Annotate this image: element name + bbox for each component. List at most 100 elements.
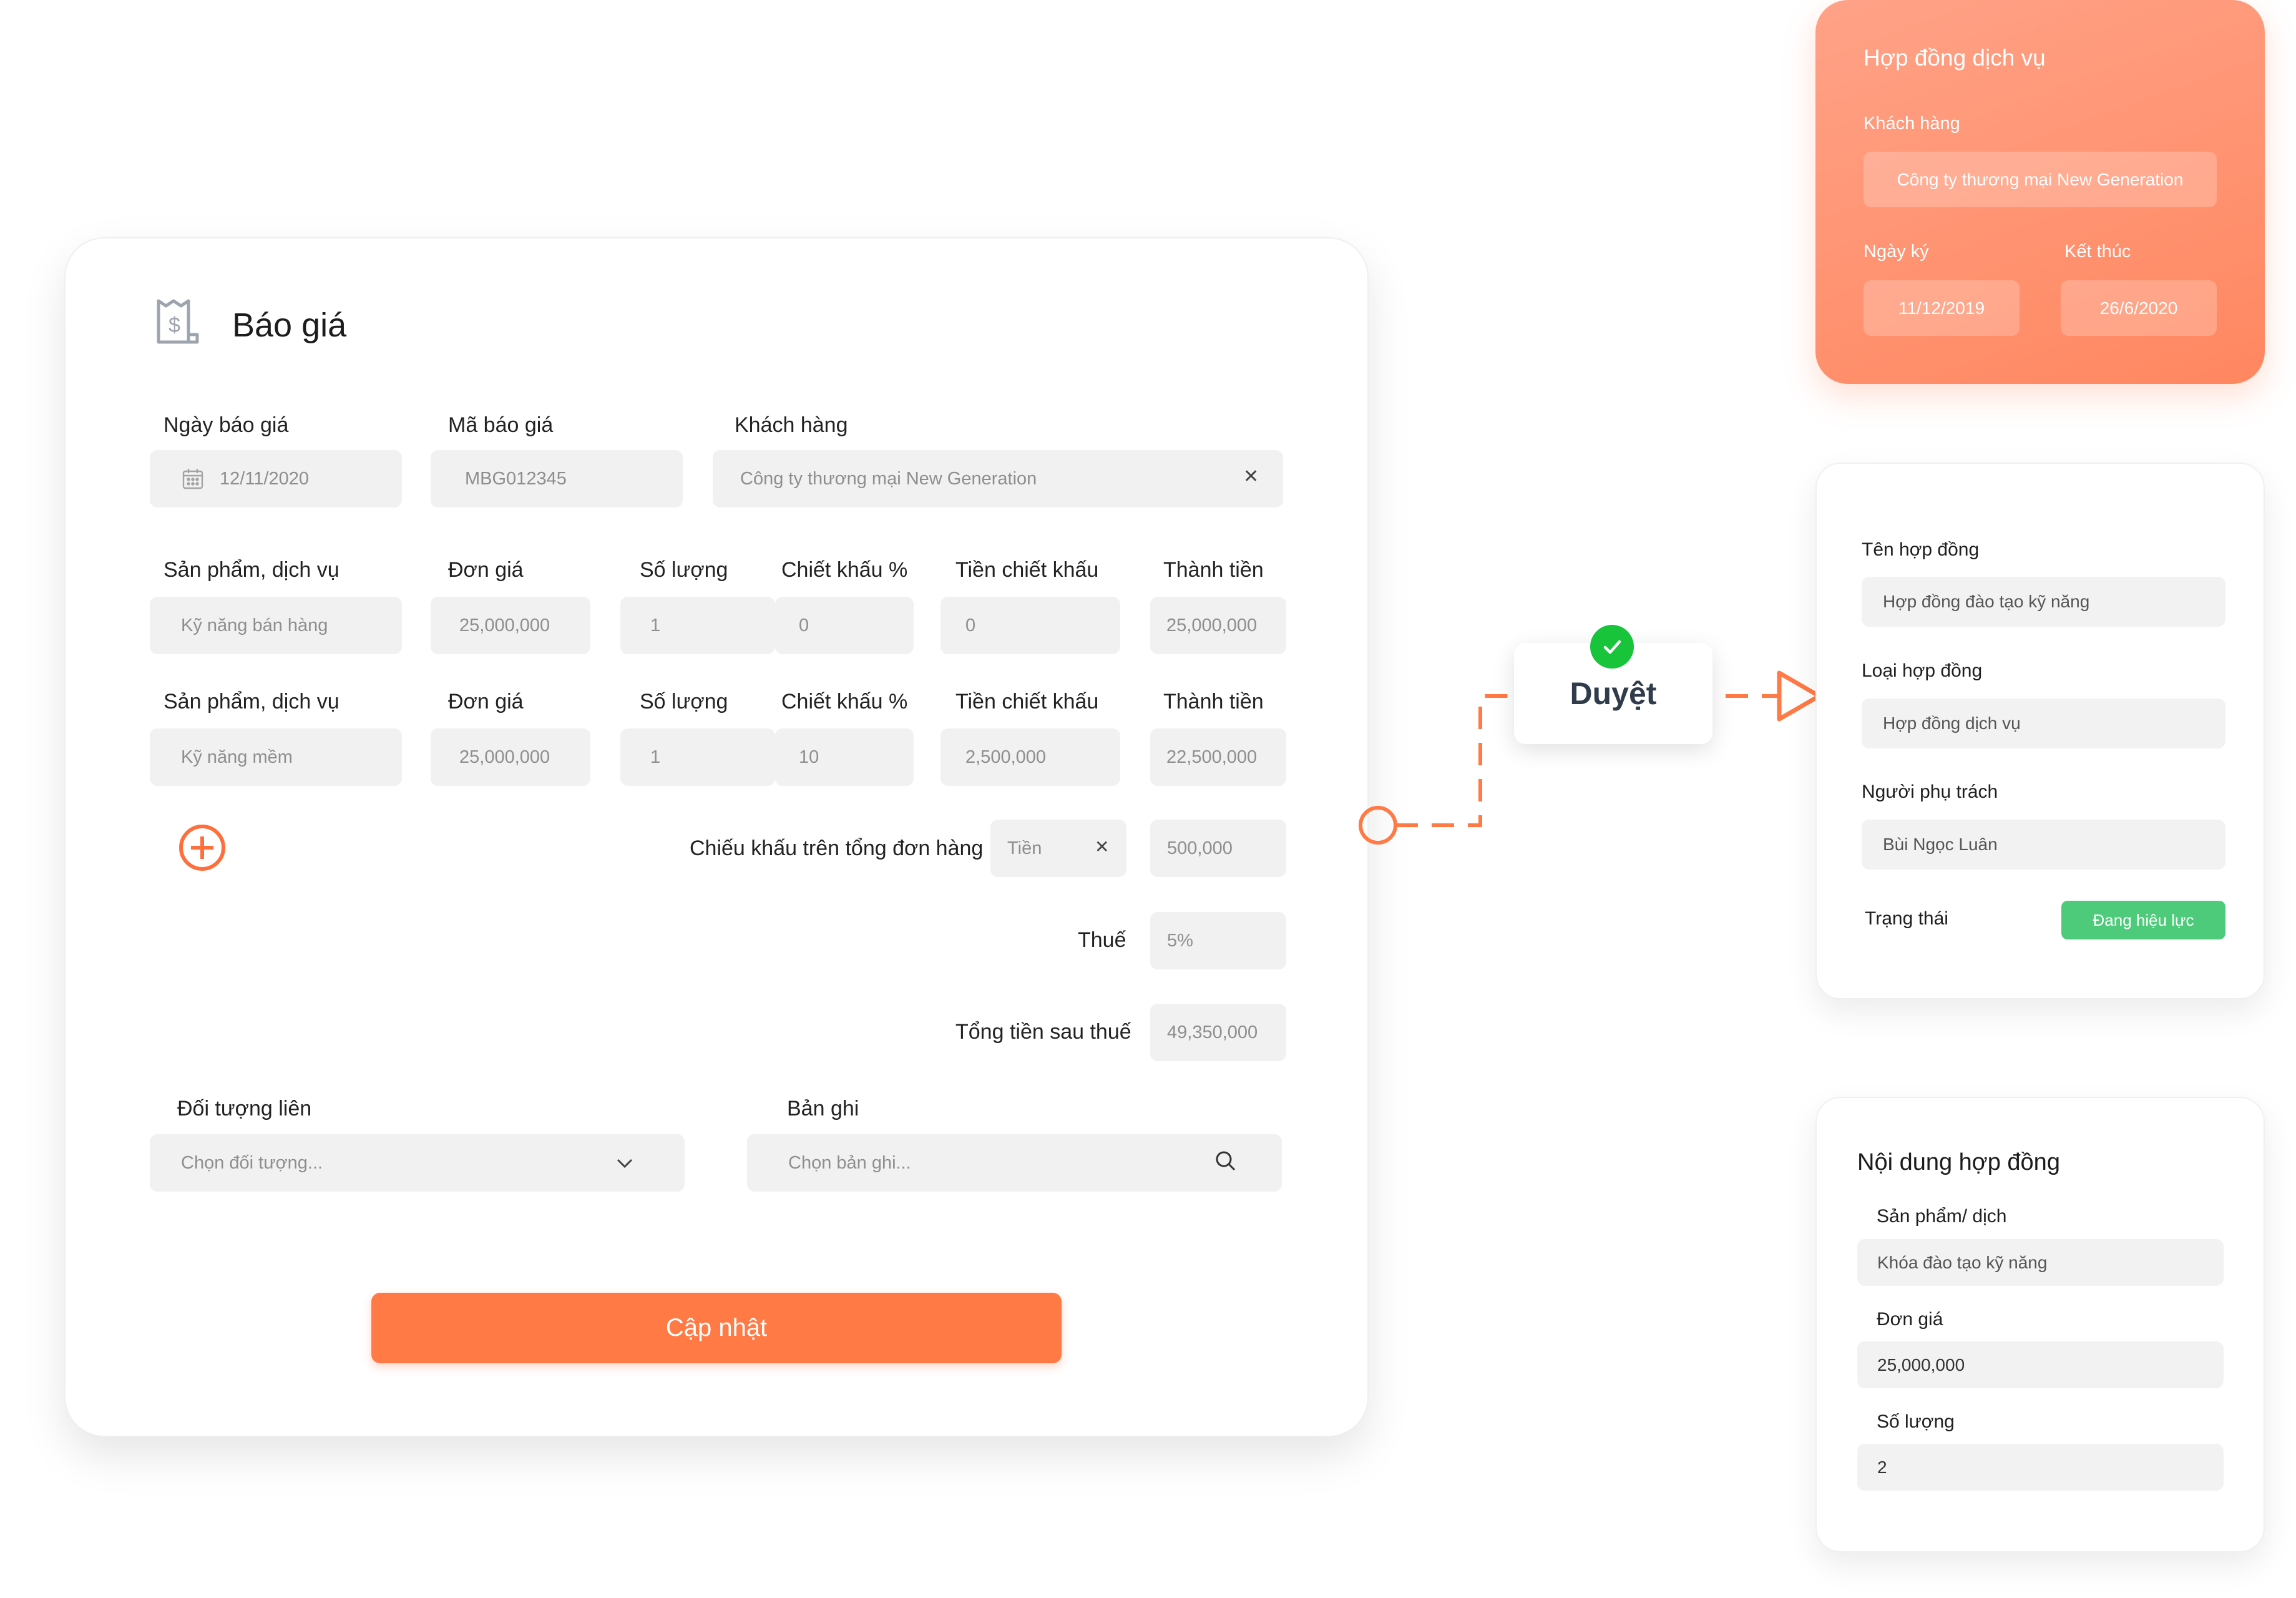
add-row-icon[interactable]	[177, 823, 227, 873]
contract-type-value: Hợp đồng dịch vụ	[1883, 713, 2021, 733]
owner-label: Người phụ trách	[1862, 782, 1998, 802]
customer-label: Khách hàng	[735, 413, 848, 437]
content-price-label: Đơn giá	[1877, 1309, 1943, 1330]
owner-field[interactable]: Bùi Ngọc Luân	[1862, 820, 2225, 870]
approve-label: Duyệt	[1570, 676, 1657, 711]
tax-label: Thuế	[1078, 928, 1126, 952]
quantity-value: 1	[650, 615, 661, 635]
record-search-input[interactable]: Chọn bản ghi...	[747, 1134, 1282, 1192]
service-customer-field[interactable]: Công ty thương mại New Generation	[1864, 152, 2217, 207]
tax-value: 5%	[1167, 930, 1193, 951]
content-product-field[interactable]: Khóa đào tạo kỹ năng	[1857, 1239, 2224, 1286]
date-field[interactable]: 12/11/2020	[150, 450, 402, 507]
product-value: Kỹ năng bán hàng	[181, 615, 328, 635]
order-discount-clear-icon[interactable]: ✕	[1095, 837, 1110, 856]
record-label: Bản ghi	[787, 1097, 859, 1120]
receipt-dollar-icon: $	[152, 296, 205, 348]
content-qty-field[interactable]: 2	[1857, 1444, 2224, 1491]
content-price-value: 25,000,000	[1877, 1355, 1965, 1375]
order-discount-type-field[interactable]: Tiền	[990, 820, 1126, 877]
column-label-discount-percent: Chiết khấu %	[781, 558, 908, 582]
status-badge: Đang hiệu lực	[2061, 901, 2225, 939]
quantity-field[interactable]: 1	[620, 597, 775, 654]
line-total-value: 25,000,000	[1166, 615, 1258, 635]
owner-value: Bùi Ngọc Luân	[1883, 835, 1998, 854]
contract-name-field[interactable]: Hợp đồng đào tạo kỹ năng	[1862, 577, 2225, 627]
status-label: Trạng thái	[1865, 908, 1948, 929]
line-total-field[interactable]: 22,500,000	[1150, 728, 1286, 786]
total-value: 49,350,000	[1167, 1022, 1258, 1042]
column-label-discount-amount: Tiền chiết khấu	[955, 558, 1099, 582]
column-label-quantity: Số lượng	[640, 558, 728, 582]
customer-value: Công ty thương mại New Generation	[740, 468, 1037, 489]
end-date-label: Kết thúc	[2064, 242, 2131, 262]
tax-field[interactable]: 5%	[1150, 912, 1286, 969]
customer-clear-icon[interactable]: ✕	[1243, 466, 1259, 487]
contract-name-label: Tên hợp đồng	[1862, 539, 1980, 560]
column-label-price: Đơn giá	[448, 690, 524, 713]
price-field[interactable]: 25,000,000	[431, 597, 590, 654]
line-total-value: 22,500,000	[1166, 747, 1258, 767]
content-qty-label: Số lượng	[1877, 1411, 1955, 1432]
column-label-price: Đơn giá	[448, 558, 524, 582]
discount-amount-field[interactable]: 0	[940, 597, 1120, 654]
product-value: Kỹ năng mềm	[181, 747, 293, 767]
check-icon	[1590, 625, 1634, 669]
arrow-play-icon	[1774, 669, 1824, 723]
contract-name-value: Hợp đồng đào tạo kỹ năng	[1883, 592, 2090, 611]
order-discount-value-field[interactable]: 500,000	[1150, 820, 1286, 877]
discount-amount-field[interactable]: 2,500,000	[940, 728, 1120, 786]
total-field[interactable]: 49,350,000	[1150, 1004, 1286, 1061]
price-field[interactable]: 25,000,000	[431, 728, 590, 786]
content-price-field[interactable]: 25,000,000	[1857, 1341, 2224, 1388]
contract-type-field[interactable]: Hợp đồng dịch vụ	[1862, 699, 2225, 748]
end-date-field[interactable]: 26/6/2020	[2061, 280, 2217, 336]
contract-content-title: Nội dung hợp đồng	[1857, 1149, 2060, 1175]
discount-percent-field[interactable]: 10	[775, 728, 914, 786]
service-contract-card	[1815, 0, 2265, 384]
column-label-product: Sản phẩm, dịch vụ	[164, 690, 340, 713]
code-field[interactable]: MBG012345	[431, 450, 683, 507]
page-title: Báo giá	[232, 306, 347, 344]
column-label-product: Sản phẩm, dịch vụ	[164, 558, 340, 582]
discount-amount-value: 0	[965, 615, 976, 635]
price-value: 25,000,000	[459, 615, 550, 635]
order-discount-label: Chiếu khấu trên tổng đơn hàng	[690, 836, 984, 860]
order-discount-type-value: Tiền	[1007, 838, 1042, 858]
column-label-quantity: Số lượng	[640, 690, 728, 713]
content-qty-value: 2	[1877, 1457, 1887, 1477]
update-button[interactable]: Cập nhật	[371, 1293, 1062, 1363]
product-field[interactable]: Kỹ năng mềm	[150, 728, 402, 786]
service-customer-label: Khách hàng	[1864, 114, 1960, 134]
content-product-label: Sản phẩm/ dịch	[1877, 1206, 2007, 1227]
search-icon[interactable]	[1214, 1150, 1237, 1172]
end-date-value: 26/6/2020	[2099, 298, 2178, 318]
service-customer-value: Công ty thương mại New Generation	[1897, 169, 2184, 189]
content-product-value: Khóa đào tạo kỹ năng	[1877, 1252, 2048, 1272]
quantity-value: 1	[650, 747, 661, 767]
record-placeholder: Chọn bản ghi...	[788, 1152, 911, 1173]
column-label-discount-amount: Tiền chiết khấu	[955, 690, 1099, 713]
related-select[interactable]: Chọn đối tượng...	[150, 1134, 685, 1192]
calendar-icon	[181, 467, 205, 491]
date-value: 12/11/2020	[220, 468, 309, 489]
chevron-down-icon[interactable]	[615, 1156, 634, 1171]
customer-field[interactable]: Công ty thương mại New Generation	[713, 450, 1283, 507]
sign-date-label: Ngày ký	[1864, 242, 1929, 262]
product-field[interactable]: Kỹ năng bán hàng	[150, 597, 402, 654]
flow-connector	[1359, 694, 1779, 845]
column-label-line-total: Thành tiền	[1163, 690, 1264, 713]
discount-amount-value: 2,500,000	[965, 747, 1047, 767]
quantity-field[interactable]: 1	[620, 728, 775, 786]
service-contract-title: Hợp đồng dịch vụ	[1864, 45, 2046, 71]
sign-date-field[interactable]: 11/12/2019	[1864, 280, 2020, 336]
svg-text:$: $	[169, 313, 180, 337]
sign-date-value: 11/12/2019	[1898, 298, 1985, 318]
line-total-field[interactable]: 25,000,000	[1150, 597, 1286, 654]
discount-percent-field[interactable]: 0	[775, 597, 914, 654]
discount-percent-value: 10	[799, 747, 819, 767]
column-label-discount-percent: Chiết khấu %	[781, 690, 908, 713]
price-value: 25,000,000	[459, 747, 550, 767]
related-label: Đối tượng liên	[177, 1097, 312, 1120]
column-label-line-total: Thành tiền	[1163, 558, 1264, 582]
